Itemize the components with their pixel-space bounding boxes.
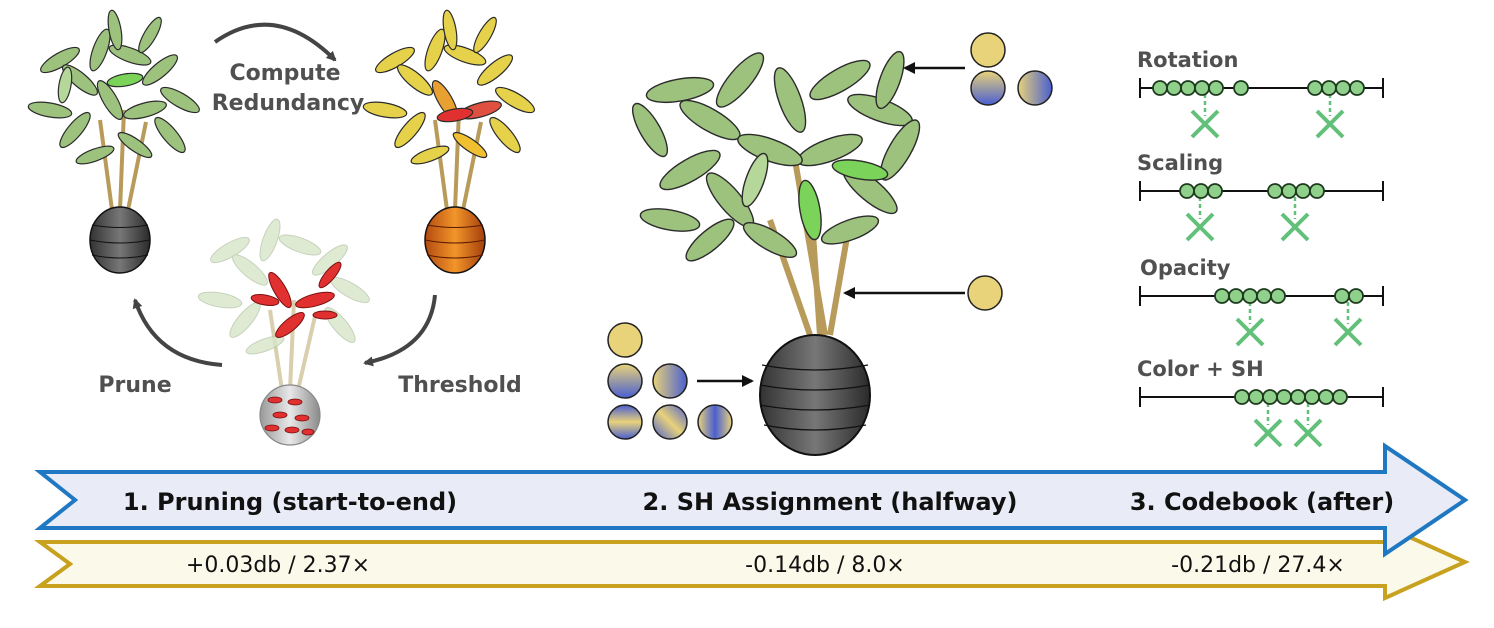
codebook-value-dot <box>1179 183 1195 199</box>
codebook-value-dot <box>1228 288 1244 304</box>
codebook-attribute-label: Rotation <box>1137 48 1238 72</box>
codebook-value-dot <box>1180 80 1196 96</box>
codebook-value-dot <box>1276 389 1292 405</box>
codebook-value-dot <box>1256 288 1272 304</box>
codebook-value-dot <box>1335 80 1351 96</box>
sh-stem-coefficient <box>967 275 1003 311</box>
codebook-value-dot <box>1332 389 1348 405</box>
plant-large <box>631 50 921 456</box>
codebook-value-dot <box>1234 389 1250 405</box>
codebook-value-dot <box>1304 389 1320 405</box>
codebook-value-dot <box>1262 389 1278 405</box>
sh-leaf-coefficients <box>970 32 1053 106</box>
codebook-value-dot <box>1309 183 1325 199</box>
codebook-value-dot <box>1334 288 1350 304</box>
threshold-label: Threshold <box>398 373 522 398</box>
codebook-centroid-cross <box>1280 212 1310 242</box>
codebook-value-dot <box>1290 389 1306 405</box>
codebook-row: Color + SH <box>1137 357 1384 448</box>
codebook-value-dot <box>1208 80 1224 96</box>
codebook-attribute-label: Opacity <box>1140 256 1231 280</box>
codebook-centroid-cross <box>1253 418 1283 448</box>
stage-pruning-label: 1. Pruning (start-to-end) <box>123 488 457 516</box>
pruning-cycle: Compute Redundancy Threshold Prune <box>27 9 535 446</box>
codebook-centroid-cross <box>1315 109 1345 139</box>
codebook-value-dot <box>1248 389 1264 405</box>
codebook-attribute-label: Scaling <box>1137 151 1223 175</box>
stage-sh-label: 2. SH Assignment (halfway) <box>643 488 1018 516</box>
stage-pruning-metric: +0.03db / 2.37× <box>186 553 370 578</box>
codebook-row: Scaling <box>1137 151 1384 242</box>
codebook-value-dot <box>1242 288 1258 304</box>
codebook-value-dot <box>1194 80 1210 96</box>
codebook-value-dot <box>1270 288 1286 304</box>
codebook-value-dot <box>1233 80 1249 96</box>
compute-label-line1: Compute <box>229 61 340 86</box>
codebook-value-dot <box>1267 183 1283 199</box>
codebook-value-dot <box>1348 288 1364 304</box>
codebook-value-dot <box>1307 80 1323 96</box>
codebook-centroid-cross <box>1185 212 1215 242</box>
sh-pot-coefficients <box>607 322 733 440</box>
codebook-attribute-label: Color + SH <box>1137 357 1264 381</box>
compute-label-line2: Redundancy <box>212 91 365 116</box>
codebook-value-dot <box>1318 389 1334 405</box>
codebook-centroid-cross <box>1333 317 1363 347</box>
stages-arrow <box>34 442 1469 558</box>
codebook-centroid-cross <box>1190 109 1220 139</box>
codebook-value-dot <box>1214 288 1230 304</box>
stage-sh-metric: -0.14db / 8.0× <box>745 553 905 578</box>
codebook-value-dot <box>1193 183 1209 199</box>
plant-original <box>27 9 200 274</box>
codebook-value-dot <box>1321 80 1337 96</box>
sh-assignment <box>607 32 1053 456</box>
codebook-centroid-cross <box>1235 317 1265 347</box>
plant-redundancy <box>362 9 535 274</box>
codebook-row: Opacity <box>1139 256 1384 347</box>
codebook-row: Rotation <box>1137 48 1384 139</box>
stage-codebook-metric: -0.21db / 27.4× <box>1171 553 1345 578</box>
codebook-value-dot <box>1152 80 1168 96</box>
plant-pruned <box>197 218 370 446</box>
codebook-value-dot <box>1295 183 1311 199</box>
codebook-value-dot <box>1349 80 1365 96</box>
codebook-value-dot <box>1281 183 1297 199</box>
stage-codebook-label: 3. Codebook (after) <box>1130 488 1394 516</box>
codebook-value-dot <box>1166 80 1182 96</box>
codebook-centroid-cross <box>1293 418 1323 448</box>
codebook-value-dot <box>1207 183 1223 199</box>
prune-label: Prune <box>98 373 171 398</box>
